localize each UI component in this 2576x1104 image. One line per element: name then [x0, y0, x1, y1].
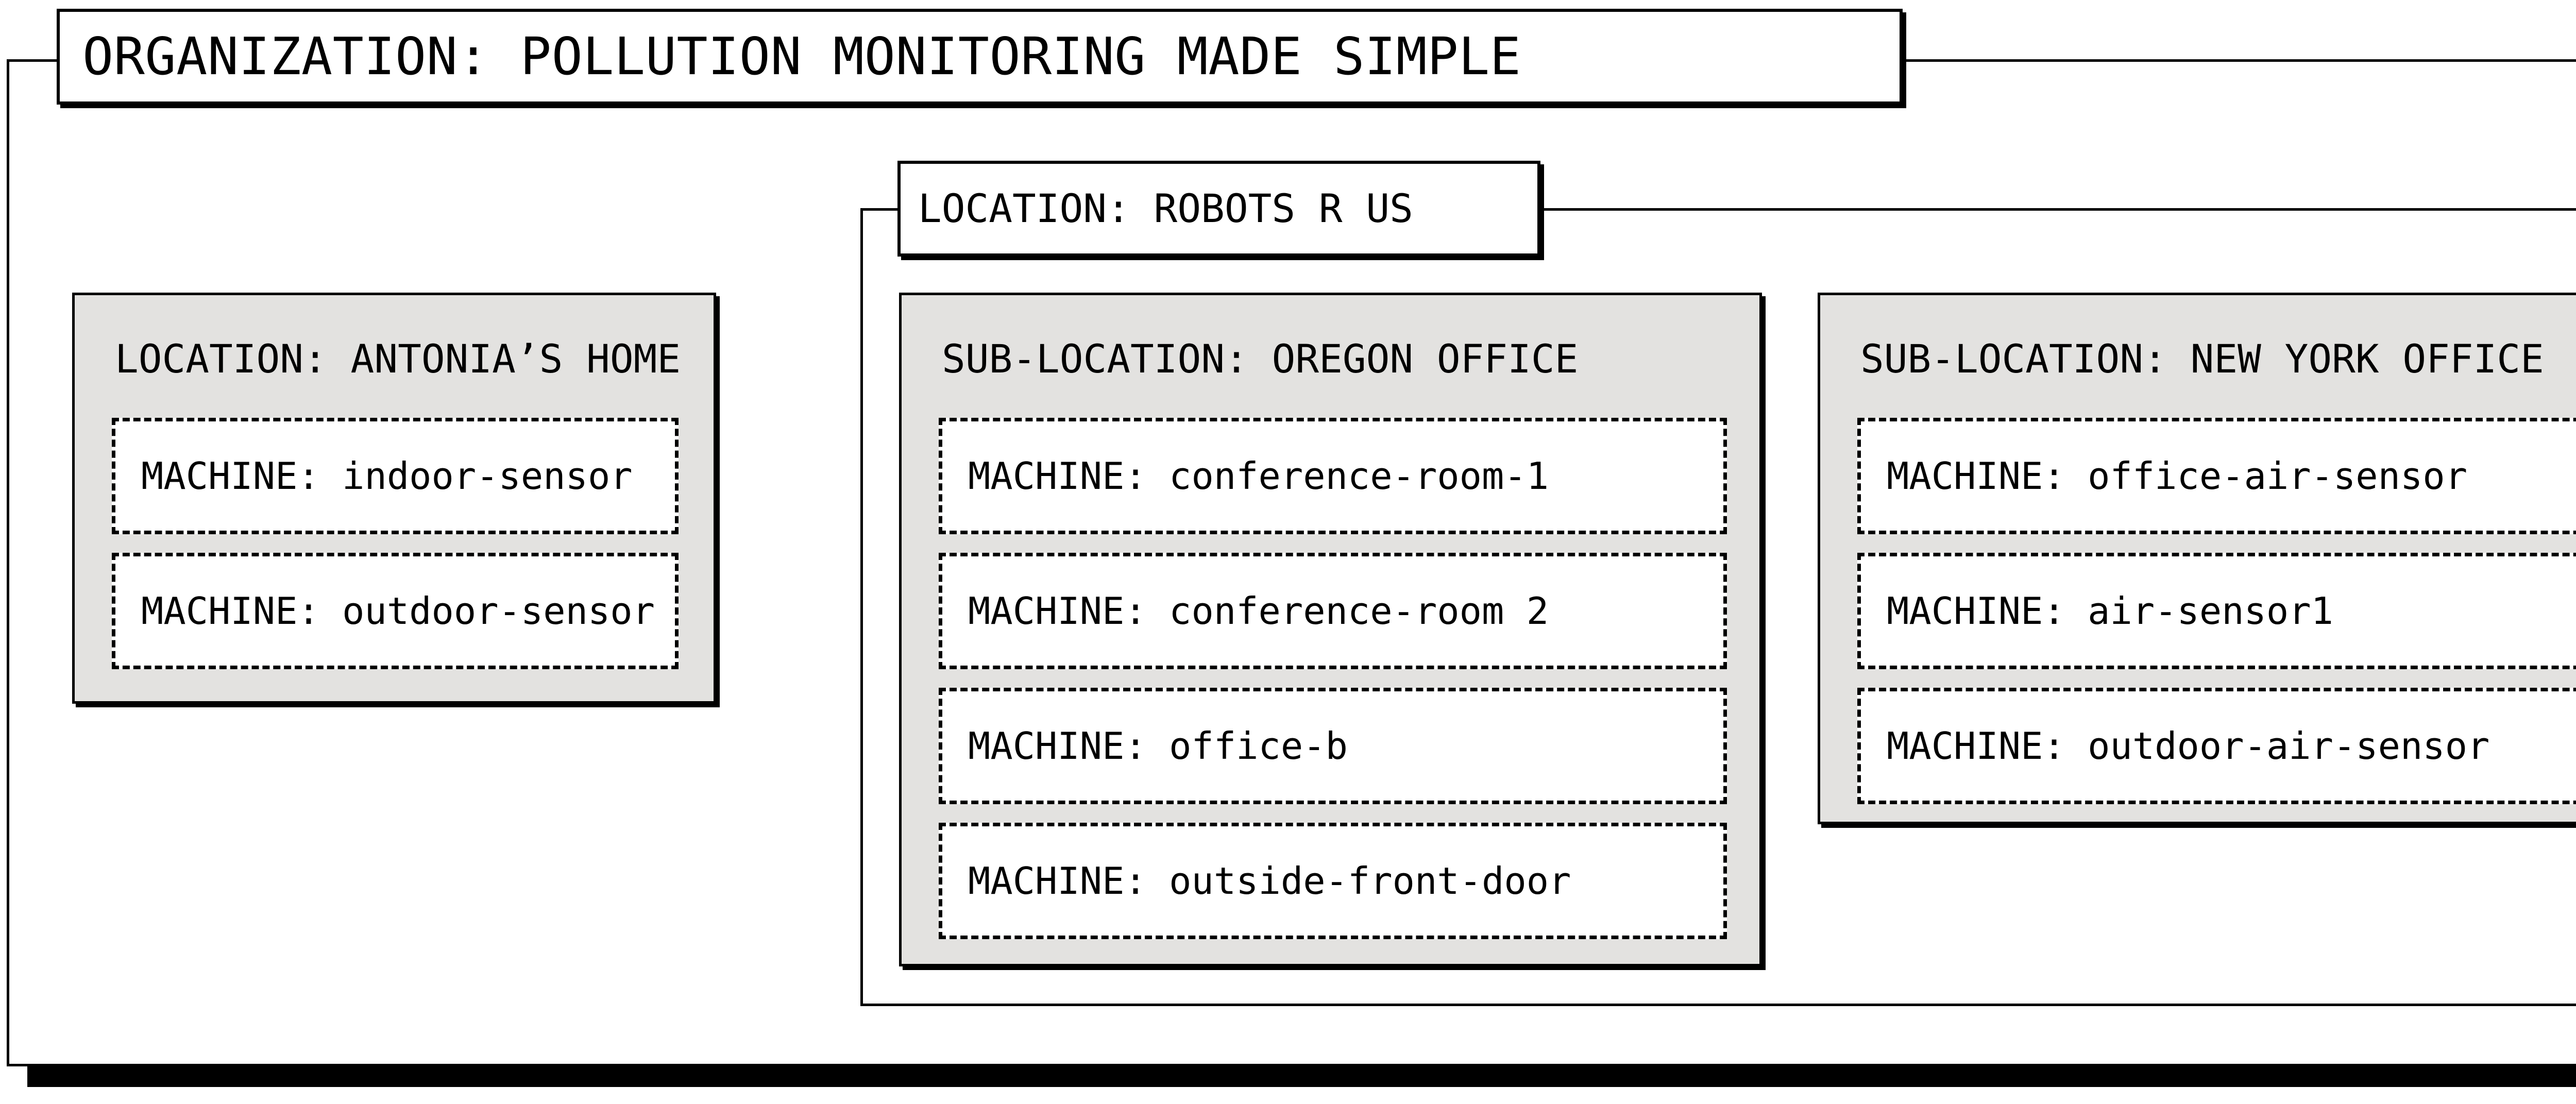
- machine-card[interactable]: MACHINE: outdoor-air-sensor: [1857, 688, 2576, 804]
- sub-location-card-new-york-office[interactable]: SUB-LOCATION: NEW YORK OFFICE MACHINE: o…: [1818, 293, 2576, 824]
- location-title-antonias-home: LOCATION: ANTONIA’S HOME: [115, 336, 681, 382]
- machine-label: MACHINE: outdoor-sensor: [141, 589, 655, 633]
- machine-card[interactable]: MACHINE: indoor-sensor: [112, 418, 679, 534]
- machine-label: MACHINE: outside-front-door: [968, 859, 1571, 903]
- machine-card[interactable]: MACHINE: air-sensor1: [1857, 553, 2576, 669]
- machine-card[interactable]: MACHINE: outdoor-sensor: [112, 553, 679, 669]
- machine-label: MACHINE: office-air-sensor: [1887, 454, 2468, 498]
- sub-location-title-new-york-office: SUB-LOCATION: NEW YORK OFFICE: [1860, 336, 2544, 382]
- machine-card[interactable]: MACHINE: outside-front-door: [939, 823, 1727, 939]
- sub-location-title-oregon-office: SUB-LOCATION: OREGON OFFICE: [942, 336, 1579, 382]
- machine-label: MACHINE: office-b: [968, 724, 1348, 768]
- machine-label: MACHINE: indoor-sensor: [141, 454, 633, 498]
- machine-card[interactable]: MACHINE: conference-room-1: [939, 418, 1727, 534]
- location-title-plate-robots-r-us: LOCATION: ROBOTS R US: [897, 161, 1540, 257]
- machine-label: MACHINE: outdoor-air-sensor: [1887, 724, 2490, 768]
- machine-label: MACHINE: air-sensor1: [1887, 589, 2333, 633]
- organization-title-plate: ORGANIZATION: POLLUTION MONITORING MADE …: [57, 9, 1903, 105]
- sub-location-card-oregon-office[interactable]: SUB-LOCATION: OREGON OFFICE MACHINE: con…: [899, 293, 1762, 966]
- location-title-robots-r-us: LOCATION: ROBOTS R US: [918, 185, 1413, 231]
- location-card-antonias-home[interactable]: LOCATION: ANTONIA’S HOME MACHINE: indoor…: [72, 293, 716, 704]
- machine-card[interactable]: MACHINE: conference-room 2: [939, 553, 1727, 669]
- organization-title: ORGANIZATION: POLLUTION MONITORING MADE …: [82, 26, 1521, 87]
- machine-label: MACHINE: conference-room-1: [968, 454, 1549, 498]
- machine-label: MACHINE: conference-room 2: [968, 589, 1549, 633]
- machine-card[interactable]: MACHINE: office-b: [939, 688, 1727, 804]
- machine-card[interactable]: MACHINE: office-air-sensor: [1857, 418, 2576, 534]
